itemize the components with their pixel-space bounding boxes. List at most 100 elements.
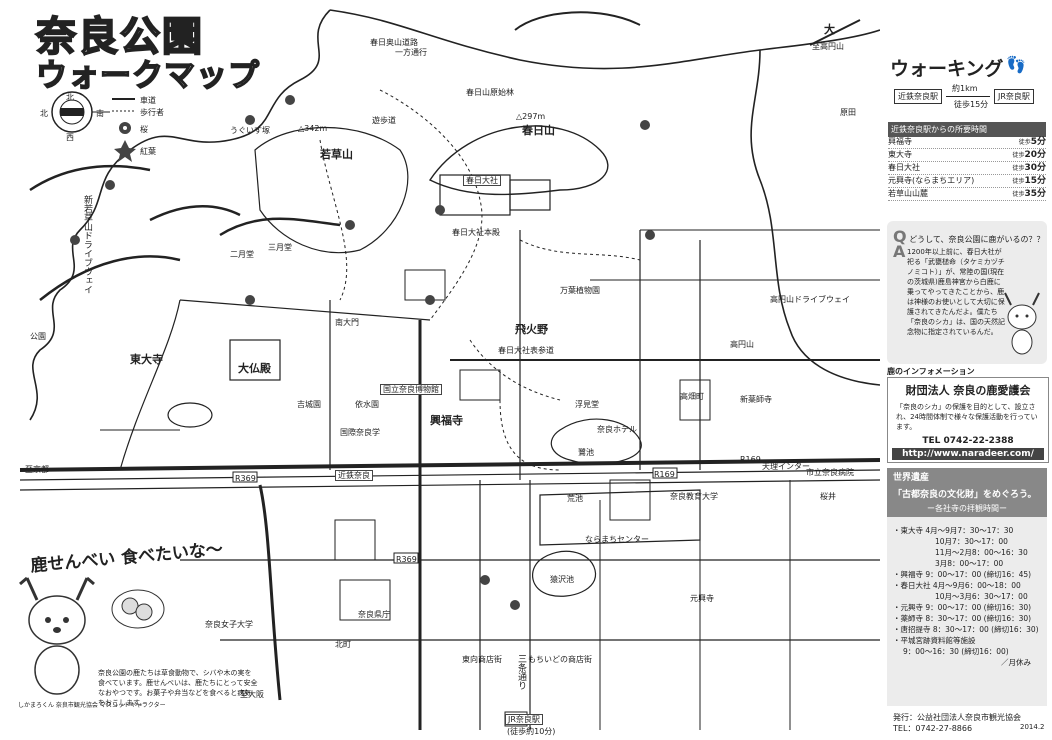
label-sarusawa: 猿沢池 [550,575,574,584]
legend-north: 北 [66,93,74,102]
label-todaiji: 東大寺 [130,353,163,366]
info-head: 鹿のインフォメーション [887,367,975,376]
sakura-icon [119,122,131,134]
wakakusa-hill-outline [254,127,409,254]
label-manyo: 万葉植物園 [560,286,600,295]
label-nigatsudo: 二月堂 [230,250,254,259]
shika-senbei-icon [111,589,165,629]
label-kofukuji: 興福寺 [430,414,463,427]
kasugayama-hill-outline [428,125,609,196]
station-kintetsu: 近鉄奈良駅 [894,89,942,104]
label-kokuritsu[interactable]: 国立奈良博物館 [380,384,442,395]
heritage-title: 世界遺産 [887,468,1047,485]
label-shishitsu-kouenzan: 至高円山 [812,42,844,51]
heritage-hours-title: ー各社寺の拝観時間ー [887,502,1047,517]
map-canvas [19,9,880,730]
label-shiyaku: 市立奈良病院 [806,468,854,477]
label-kasuga-forest: 春日山原始林 [466,88,514,97]
label-isuien: 依水園 [355,400,379,409]
footer-tel: TEL：0742-27-8866 [893,724,973,733]
map-title: 奈良公園 [35,13,204,61]
qa-answer: 1200年以上前に、春日大社が祀る「武甕槌命（タケミカヅチノミコト）」が、常陸の… [907,248,1005,336]
heritage-box: 世界遺産 「古都奈良の文化財」をめぐろう。 ー各社寺の拝観時間ー ・東大寺 4月… [887,468,1047,706]
label-sanjo: 三条通り [516,654,526,690]
label-tobihino: 飛火野 [515,323,548,336]
label-dai: 大 [824,23,835,36]
time-row: 春日大社徒歩30分 [888,163,1046,175]
a-mark: A [893,242,906,261]
label-dosen: 遊歩道 [372,116,396,125]
label-wakakusa-dw: 新若草山ドライブウェイ [82,195,92,294]
legend-momiji: 紅葉 [140,147,156,156]
label-jr-nara[interactable]: JR奈良駅 [505,714,543,725]
label-shinyakushiji: 新薬師寺 [740,395,772,404]
times-head: 近鉄奈良駅からの所要時間 [888,122,1046,137]
label-kasugayama: 春日山 [522,124,555,137]
label-hatake: 春日大社表参道 [498,346,554,355]
walking-route: 近鉄奈良駅 約1km 徒歩15分 JR奈良駅 [894,81,1046,119]
label-kasuga-taisha[interactable]: 春日大社 [463,175,501,186]
label-route369-2: R369 [396,555,417,564]
label-kenchou: 奈良県庁 [358,610,390,619]
label-jr-walk: (徒歩約10分) [507,727,556,736]
label-okuyama: 春日奥山道路 [370,38,418,47]
label-tennou: 天理インター [762,462,810,471]
deer-mascot-icon [1004,292,1040,355]
label-kintetsu-nara[interactable]: 近鉄奈良 [335,470,373,481]
label-sagiike: 鷺池 [578,448,594,457]
label-sangatsudo: 三月堂 [268,243,292,252]
label-ukigumo: うぐいす塚 [230,126,270,135]
label-joshidai: 奈良女子大学 [205,620,253,629]
label-ichiban: 一方通行 [395,48,427,57]
legend-sakura: 桜 [140,125,148,134]
map-subtitle: ウォークマップ [35,57,260,95]
times-table: 興福寺徒歩5分 東大寺徒歩20分 春日大社徒歩30分 元興寺(ならまちエリア)徒… [888,136,1046,201]
info-org: 財団法人 奈良の鹿愛護会 [905,384,1031,397]
footer-publisher: 発行：公益社団法人奈良市観光協会 [893,713,1021,722]
qa-box: Q どうして、奈良公園に鹿がいるの？？ A 1200年以上前に、春日大社が祀る「… [887,221,1047,364]
info-box: 財団法人 奈良の鹿愛護会 「奈良のシカ」の保護を目的として、設立され、24時間体… [887,377,1049,463]
info-url[interactable]: http://www.naradeer.com/ [892,448,1044,460]
heritage-hours: ・東大寺 4月〜9月7：30〜17：30 10月7：30〜17：00 11月〜2… [893,526,1039,667]
label-yoshikiyama: △342m [298,124,328,133]
mascot-note: しかまろくん 奈良市観光協会 マスコットキャラクター [18,702,166,709]
label-kyobatei: 奈良ホテル [597,425,637,434]
footer-year: 2014.2 [1020,723,1045,731]
station-jr: JR奈良駅 [994,89,1034,104]
label-kyodo: 国際奈良学 [340,428,380,437]
q-mark: Q [893,227,907,246]
label-kouenzan-dw: 高円山ドライブウェイ [770,295,850,304]
time-row: 若草山山麓徒歩35分 [888,189,1046,201]
label-ukimido: 浮見堂 [575,400,599,409]
legend-west: 北 [40,109,48,118]
label-nara-kyoiku: 奈良教育大学 [670,492,718,501]
label-shishitsu-osaka: 至大阪 [240,690,264,699]
label-mochiidono: もちいどの商店街 [528,655,592,664]
label-yoshikien: 吉城園 [297,400,321,409]
walk-time: 徒歩15分 [954,100,989,109]
walking-title: ウォーキング [890,58,1004,80]
deer-note: 奈良公園の鹿たちは草食動物で、シバや木の実を食べています。鹿せんべいは、鹿たちに… [98,669,258,707]
heritage-subtitle: 「古都奈良の文化財」をめぐろう。 [887,485,1047,502]
label-naramachi: ならまちセンター [585,535,649,544]
legend-east: 南 [96,109,104,118]
compass-icon [51,91,110,133]
label-kouenzan: 高円山 [730,340,754,349]
label-kitamachi: 北町 [335,640,351,649]
label-sakurai: 桜井 [820,492,836,501]
label-route169-marker: R169 [654,470,675,479]
legend-walkway: 歩行者 [140,108,164,117]
label-route169: R169 [740,455,761,464]
info-tel[interactable]: TEL 0742-22-2388 [922,436,1014,446]
label-wakakusa: 若草山 [320,148,353,161]
time-row: 元興寺(ならまちエリア)徒歩15分 [888,176,1046,188]
label-kouen: 公園 [30,332,46,341]
label-ara-ike: 荒池 [567,494,583,503]
momiji-icon [114,140,136,162]
walk-distance: 約1km [952,84,978,93]
label-takabatake: 高畑町 [680,392,704,401]
time-row: 興福寺徒歩5分 [888,137,1046,149]
label-nandaimon: 南大門 [335,318,359,327]
time-row: 東大寺徒歩20分 [888,150,1046,162]
